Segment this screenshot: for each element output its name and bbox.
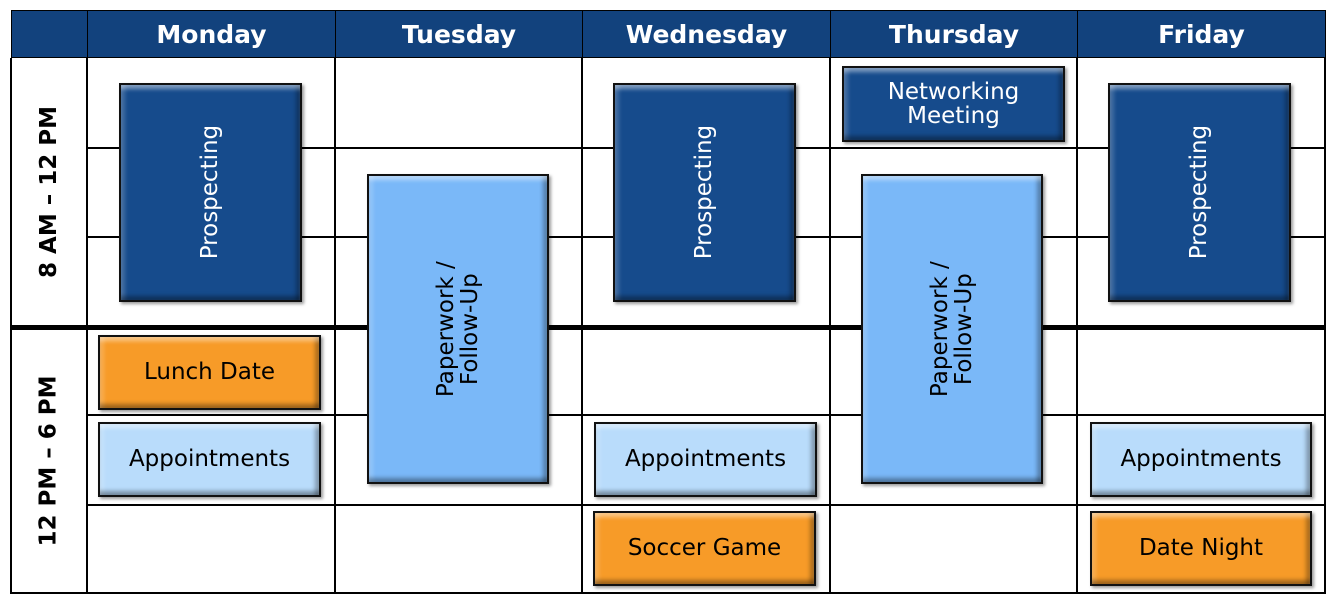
grid-line <box>10 592 1326 594</box>
header-wednesday: Wednesday <box>582 10 831 58</box>
header-corner <box>11 10 88 58</box>
event-tuesday-paperwork[interactable]: Paperwork / Follow-Up <box>367 174 549 484</box>
event-monday-prospecting[interactable]: Prospecting <box>119 83 302 302</box>
header-thursday: Thursday <box>830 10 1078 58</box>
event-friday-date-night[interactable]: Date Night <box>1090 511 1312 586</box>
event-monday-appointments[interactable]: Appointments <box>98 422 321 497</box>
time-label-text: 12 PM – 6 PM <box>36 375 62 547</box>
time-label-morning: 8 AM – 12 PM <box>11 58 87 326</box>
event-wednesday-appointments[interactable]: Appointments <box>594 422 817 497</box>
time-label-text: 8 AM – 12 PM <box>36 106 63 278</box>
event-thursday-paperwork[interactable]: Paperwork / Follow-Up <box>861 174 1043 484</box>
event-friday-appointments[interactable]: Appointments <box>1090 422 1312 497</box>
time-label-afternoon: 12 PM – 6 PM <box>11 330 87 592</box>
header-tuesday: Tuesday <box>335 10 583 58</box>
header-friday: Friday <box>1077 10 1326 58</box>
event-wednesday-prospecting[interactable]: Prospecting <box>613 83 796 302</box>
block-divider <box>10 325 1326 330</box>
event-monday-lunch[interactable]: Lunch Date <box>98 335 321 410</box>
grid-line <box>86 504 1326 506</box>
event-thursday-networking[interactable]: Networking Meeting <box>842 66 1065 142</box>
event-wednesday-soccer[interactable]: Soccer Game <box>593 511 816 586</box>
event-friday-prospecting[interactable]: Prospecting <box>1108 83 1291 302</box>
grid-line <box>86 414 1326 416</box>
header-monday: Monday <box>87 10 336 58</box>
